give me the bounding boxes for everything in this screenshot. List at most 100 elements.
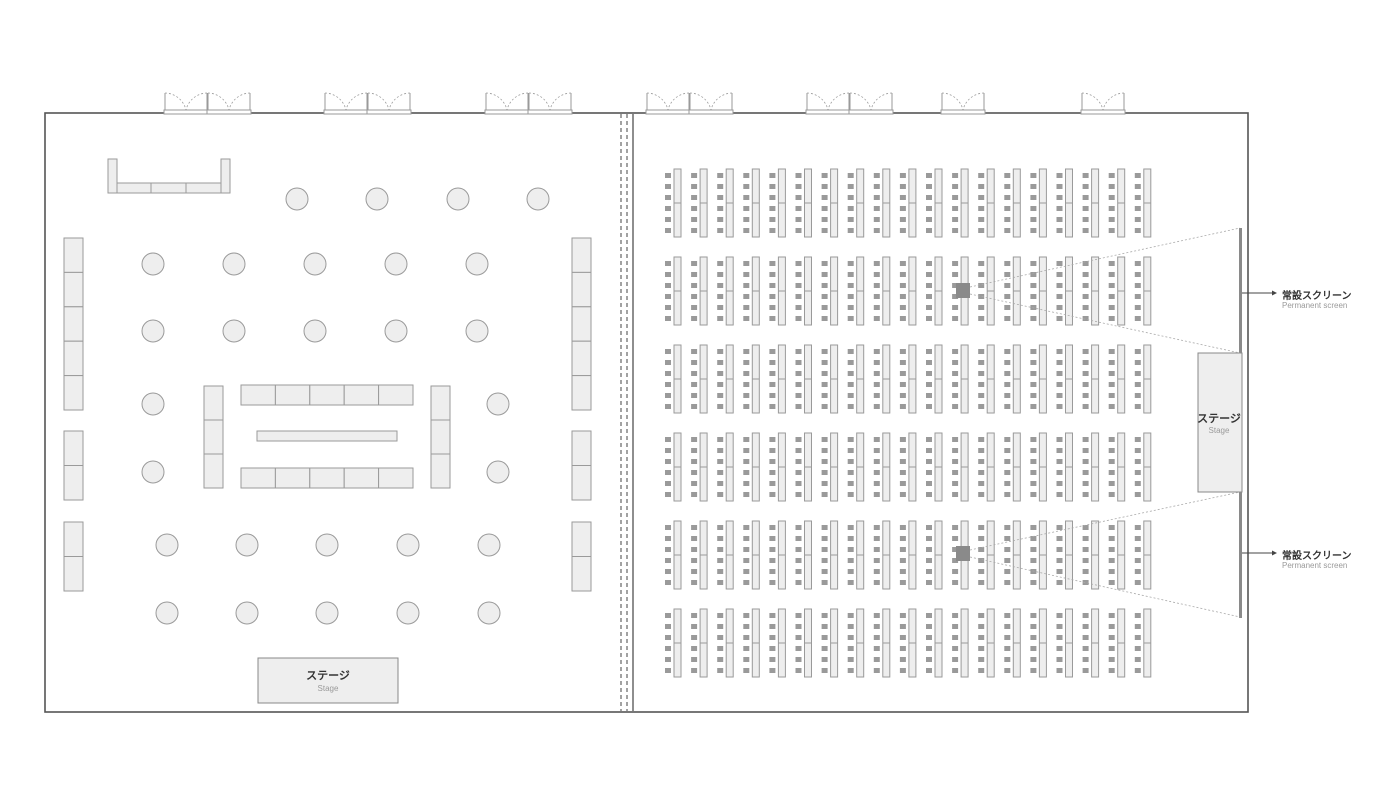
chair — [1056, 459, 1063, 464]
chair — [1134, 360, 1141, 365]
chair — [1004, 316, 1011, 321]
chair — [795, 580, 802, 585]
school-desk-unit — [717, 432, 734, 502]
door — [940, 92, 986, 115]
chair — [795, 536, 802, 541]
right-room-school-layout — [665, 168, 1152, 678]
chair — [1108, 580, 1115, 585]
chair — [899, 261, 906, 266]
chair — [1056, 404, 1063, 409]
chair — [926, 173, 932, 178]
chair — [1004, 294, 1011, 299]
chair — [847, 404, 854, 409]
chair — [899, 228, 906, 233]
school-desk-unit — [1030, 344, 1047, 414]
chair — [769, 283, 776, 288]
chair — [978, 635, 985, 640]
counter-segment — [150, 182, 187, 194]
chair — [691, 448, 698, 453]
chair — [1004, 360, 1011, 365]
chair — [1082, 404, 1089, 409]
chair — [1134, 613, 1141, 618]
chair — [1056, 547, 1063, 552]
chair — [1030, 558, 1037, 563]
chair — [952, 404, 959, 409]
chair — [1056, 173, 1063, 178]
chair — [899, 217, 906, 222]
chair — [1108, 481, 1115, 486]
chair — [1030, 569, 1037, 574]
chair — [899, 613, 906, 618]
chair — [1134, 305, 1141, 310]
school-desk-unit — [847, 608, 865, 678]
permanent-screen — [1239, 228, 1242, 353]
chair — [821, 646, 828, 651]
chair — [1056, 371, 1063, 376]
chair — [873, 393, 880, 398]
chair — [717, 305, 724, 310]
island-table-right — [430, 385, 451, 421]
chair — [665, 305, 671, 310]
chair — [1134, 195, 1141, 200]
school-desk-unit — [926, 608, 943, 678]
school-desk-unit — [795, 344, 812, 414]
chair — [926, 217, 932, 222]
chair — [1004, 481, 1011, 486]
school-desk-unit — [795, 256, 812, 326]
chair — [665, 470, 671, 475]
school-desk-unit — [1082, 344, 1100, 414]
chair — [847, 272, 854, 277]
chair — [926, 613, 932, 618]
door-swing-right — [185, 92, 208, 111]
chair — [769, 448, 776, 453]
chair — [1108, 624, 1115, 629]
chair — [743, 371, 750, 376]
chair — [821, 536, 828, 541]
chair — [1082, 349, 1089, 354]
chair — [691, 437, 698, 442]
chair — [899, 580, 906, 585]
chair — [821, 382, 828, 387]
chair — [978, 481, 985, 486]
chair — [821, 393, 828, 398]
projection-line — [969, 227, 1241, 288]
round-table — [235, 533, 259, 557]
chair — [665, 173, 671, 178]
chair — [1056, 657, 1063, 662]
chair — [899, 283, 906, 288]
chair — [847, 569, 854, 574]
chair — [795, 173, 802, 178]
chair — [795, 294, 802, 299]
chair — [873, 525, 880, 530]
chair — [952, 437, 959, 442]
chair — [743, 173, 750, 178]
wall-table-left — [63, 521, 84, 557]
island-table-left — [203, 385, 224, 421]
chair — [978, 437, 985, 442]
round-table — [155, 601, 179, 625]
chair — [978, 580, 985, 585]
chair — [1108, 613, 1115, 618]
school-desk-unit — [1134, 344, 1152, 414]
chair — [978, 360, 985, 365]
chair — [926, 547, 932, 552]
door-swing-right — [506, 92, 529, 111]
chair — [847, 536, 854, 541]
chair — [1004, 371, 1011, 376]
chair — [743, 657, 750, 662]
chair — [926, 470, 932, 475]
school-desk-unit — [795, 168, 812, 238]
chair — [899, 668, 906, 673]
chair — [691, 217, 698, 222]
chair — [926, 206, 932, 211]
chair — [691, 316, 698, 321]
chair — [1056, 217, 1063, 222]
chair — [743, 646, 750, 651]
wall-table-right — [571, 237, 592, 273]
chair — [1108, 448, 1115, 453]
chair — [926, 404, 932, 409]
chair — [717, 294, 724, 299]
school-desk-unit — [926, 256, 943, 326]
wall-table-right — [571, 556, 592, 592]
chair — [899, 635, 906, 640]
